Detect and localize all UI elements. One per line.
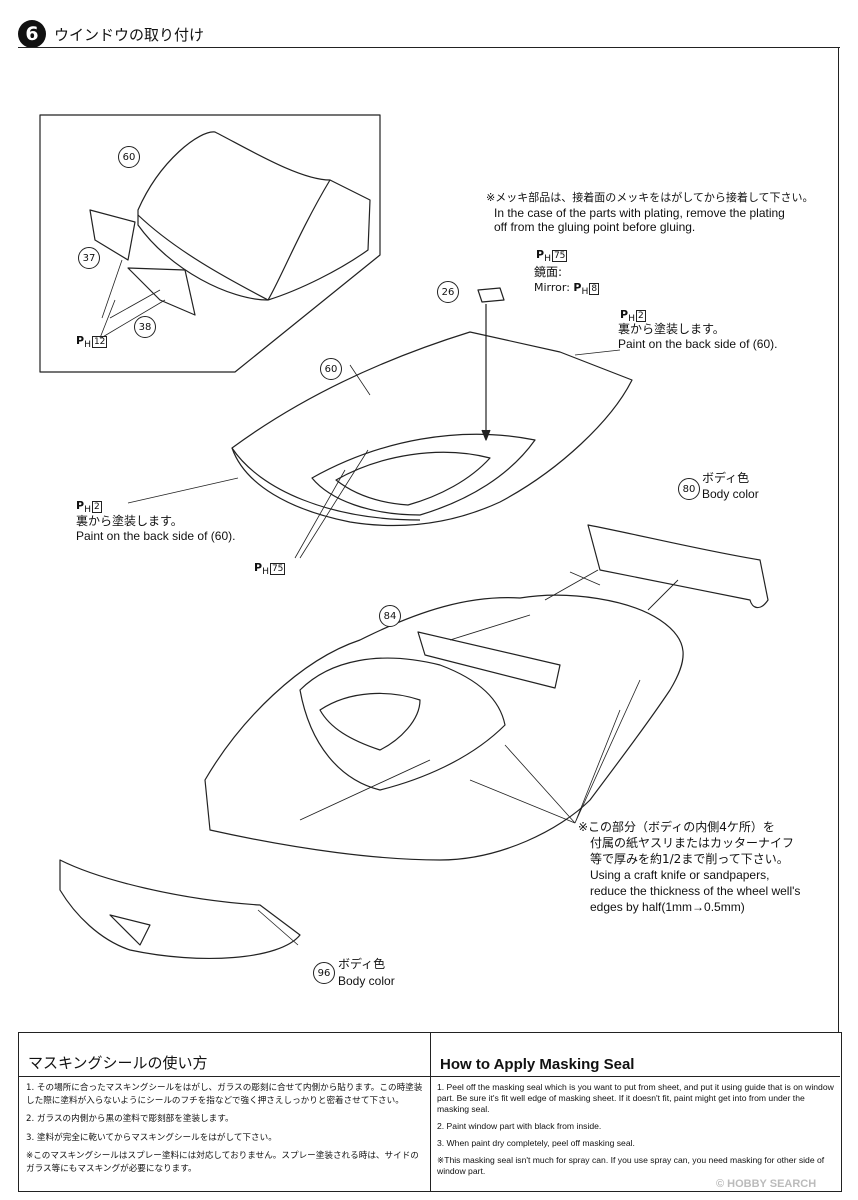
masking-step-en-note: ※This masking seal isn't much for spray …	[437, 1155, 825, 1176]
masking-title-rule-right	[430, 1076, 840, 1077]
back-side-jp-left: 裏から塗装します。	[76, 514, 183, 528]
mirror-label-jp: 鏡面:	[534, 265, 563, 279]
part-84-shape	[417, 631, 561, 689]
callout-part-26: 26	[437, 281, 459, 303]
masking-title-jp: マスキングシールの使い方	[28, 1054, 208, 1072]
part-38-shape	[127, 267, 196, 316]
body-color-jp-96: ボディ色	[338, 957, 386, 971]
masking-step-en-1: 1. Peel off the masking seal which is yo…	[437, 1082, 834, 1114]
masking-step-jp-3: 3. 塗料が完全に乾いてからマスキングシールをはがして下さい。	[26, 1132, 277, 1143]
step-number-badge: 6	[18, 20, 46, 48]
plating-note-en-1: In the case of the parts with plating, r…	[494, 206, 785, 220]
callout-part-37: 37	[78, 247, 100, 269]
body-color-en-80: Body color	[702, 487, 759, 501]
part-37-shape	[89, 209, 136, 261]
mirror-26-shape	[477, 287, 505, 303]
back-side-jp-right: 裏から塗装します。	[618, 322, 725, 336]
callout-part-80: 80	[678, 478, 700, 500]
body-color-jp-80: ボディ色	[702, 471, 750, 485]
wheel-well-note-jp-1: ※この部分（ボディの内側4ケ所）を	[578, 820, 775, 834]
page-right-border	[838, 47, 839, 1032]
wheel-well-note-en-2: reduce the thickness of the wheel well's	[590, 884, 801, 898]
window-60-shape	[231, 331, 633, 527]
callout-part-60-inset: 60	[118, 146, 140, 168]
masking-steps-jp: 1. その場所に合ったマスキングシールをはがし、ガラスの彫刻に合せて内側から貼り…	[26, 1082, 424, 1181]
masking-step-en-3: 3. When paint dry completely, peel off m…	[437, 1138, 635, 1148]
masking-step-jp-note: ※このマスキングシールはスプレー塗料には対応しておりません。スプレー塗装される時…	[26, 1151, 419, 1174]
body-color-en-96: Body color	[338, 974, 395, 988]
callout-part-60-main: 60	[320, 358, 342, 380]
wheel-well-note-jp-2: 付属の紙ヤスリまたはカッターナイフ	[590, 836, 795, 850]
inset-frame	[39, 114, 381, 373]
watermark: © HOBBY SEARCH	[716, 1178, 817, 1190]
header-rule	[18, 47, 840, 48]
wheel-well-note-en-1: Using a craft knife or sandpapers,	[590, 868, 770, 882]
body-shell	[204, 594, 684, 861]
bumper-80-shape	[587, 524, 769, 609]
plating-note-en-2: off from the gluing point before gluing.	[494, 220, 696, 234]
callout-part-38: 38	[134, 316, 156, 338]
masking-step-en-2: 2. Paint window part with black from ins…	[437, 1121, 602, 1131]
masking-step-jp-1: 1. その場所に合ったマスキングシールをはがし、ガラスの彫刻に合せて内側から貼り…	[26, 1083, 423, 1106]
back-side-en-left: Paint on the back side of (60).	[76, 529, 236, 543]
masking-step-jp-2: 2. ガラスの内側から黒の塗料で彫刻部を塗装します。	[26, 1114, 234, 1124]
wheel-well-note-en-3: edges by half(1mm→0.5mm)	[590, 900, 745, 914]
callout-part-84: 84	[379, 605, 401, 627]
step-title: ウインドウの取り付け	[54, 25, 205, 44]
masking-column-divider	[430, 1032, 431, 1192]
callout-part-96: 96	[313, 962, 335, 984]
wheel-well-note-jp-3: 等で厚みを約1/2まで削って下さい。	[590, 852, 789, 866]
back-side-en-right: Paint on the back side of (60).	[618, 337, 778, 351]
masking-steps-en: 1. Peel off the masking seal which is yo…	[437, 1082, 835, 1183]
masking-title-en: How to Apply Masking Seal	[440, 1056, 635, 1073]
inset-windshield	[137, 131, 331, 301]
bumper-96-shape	[59, 859, 301, 960]
step-header: 6 ウインドウの取り付け	[18, 18, 204, 50]
plating-note-jp: ※メッキ部品は、接着面のメッキをはがしてから接着して下さい。	[486, 191, 814, 204]
masking-title-rule-left	[18, 1076, 430, 1077]
